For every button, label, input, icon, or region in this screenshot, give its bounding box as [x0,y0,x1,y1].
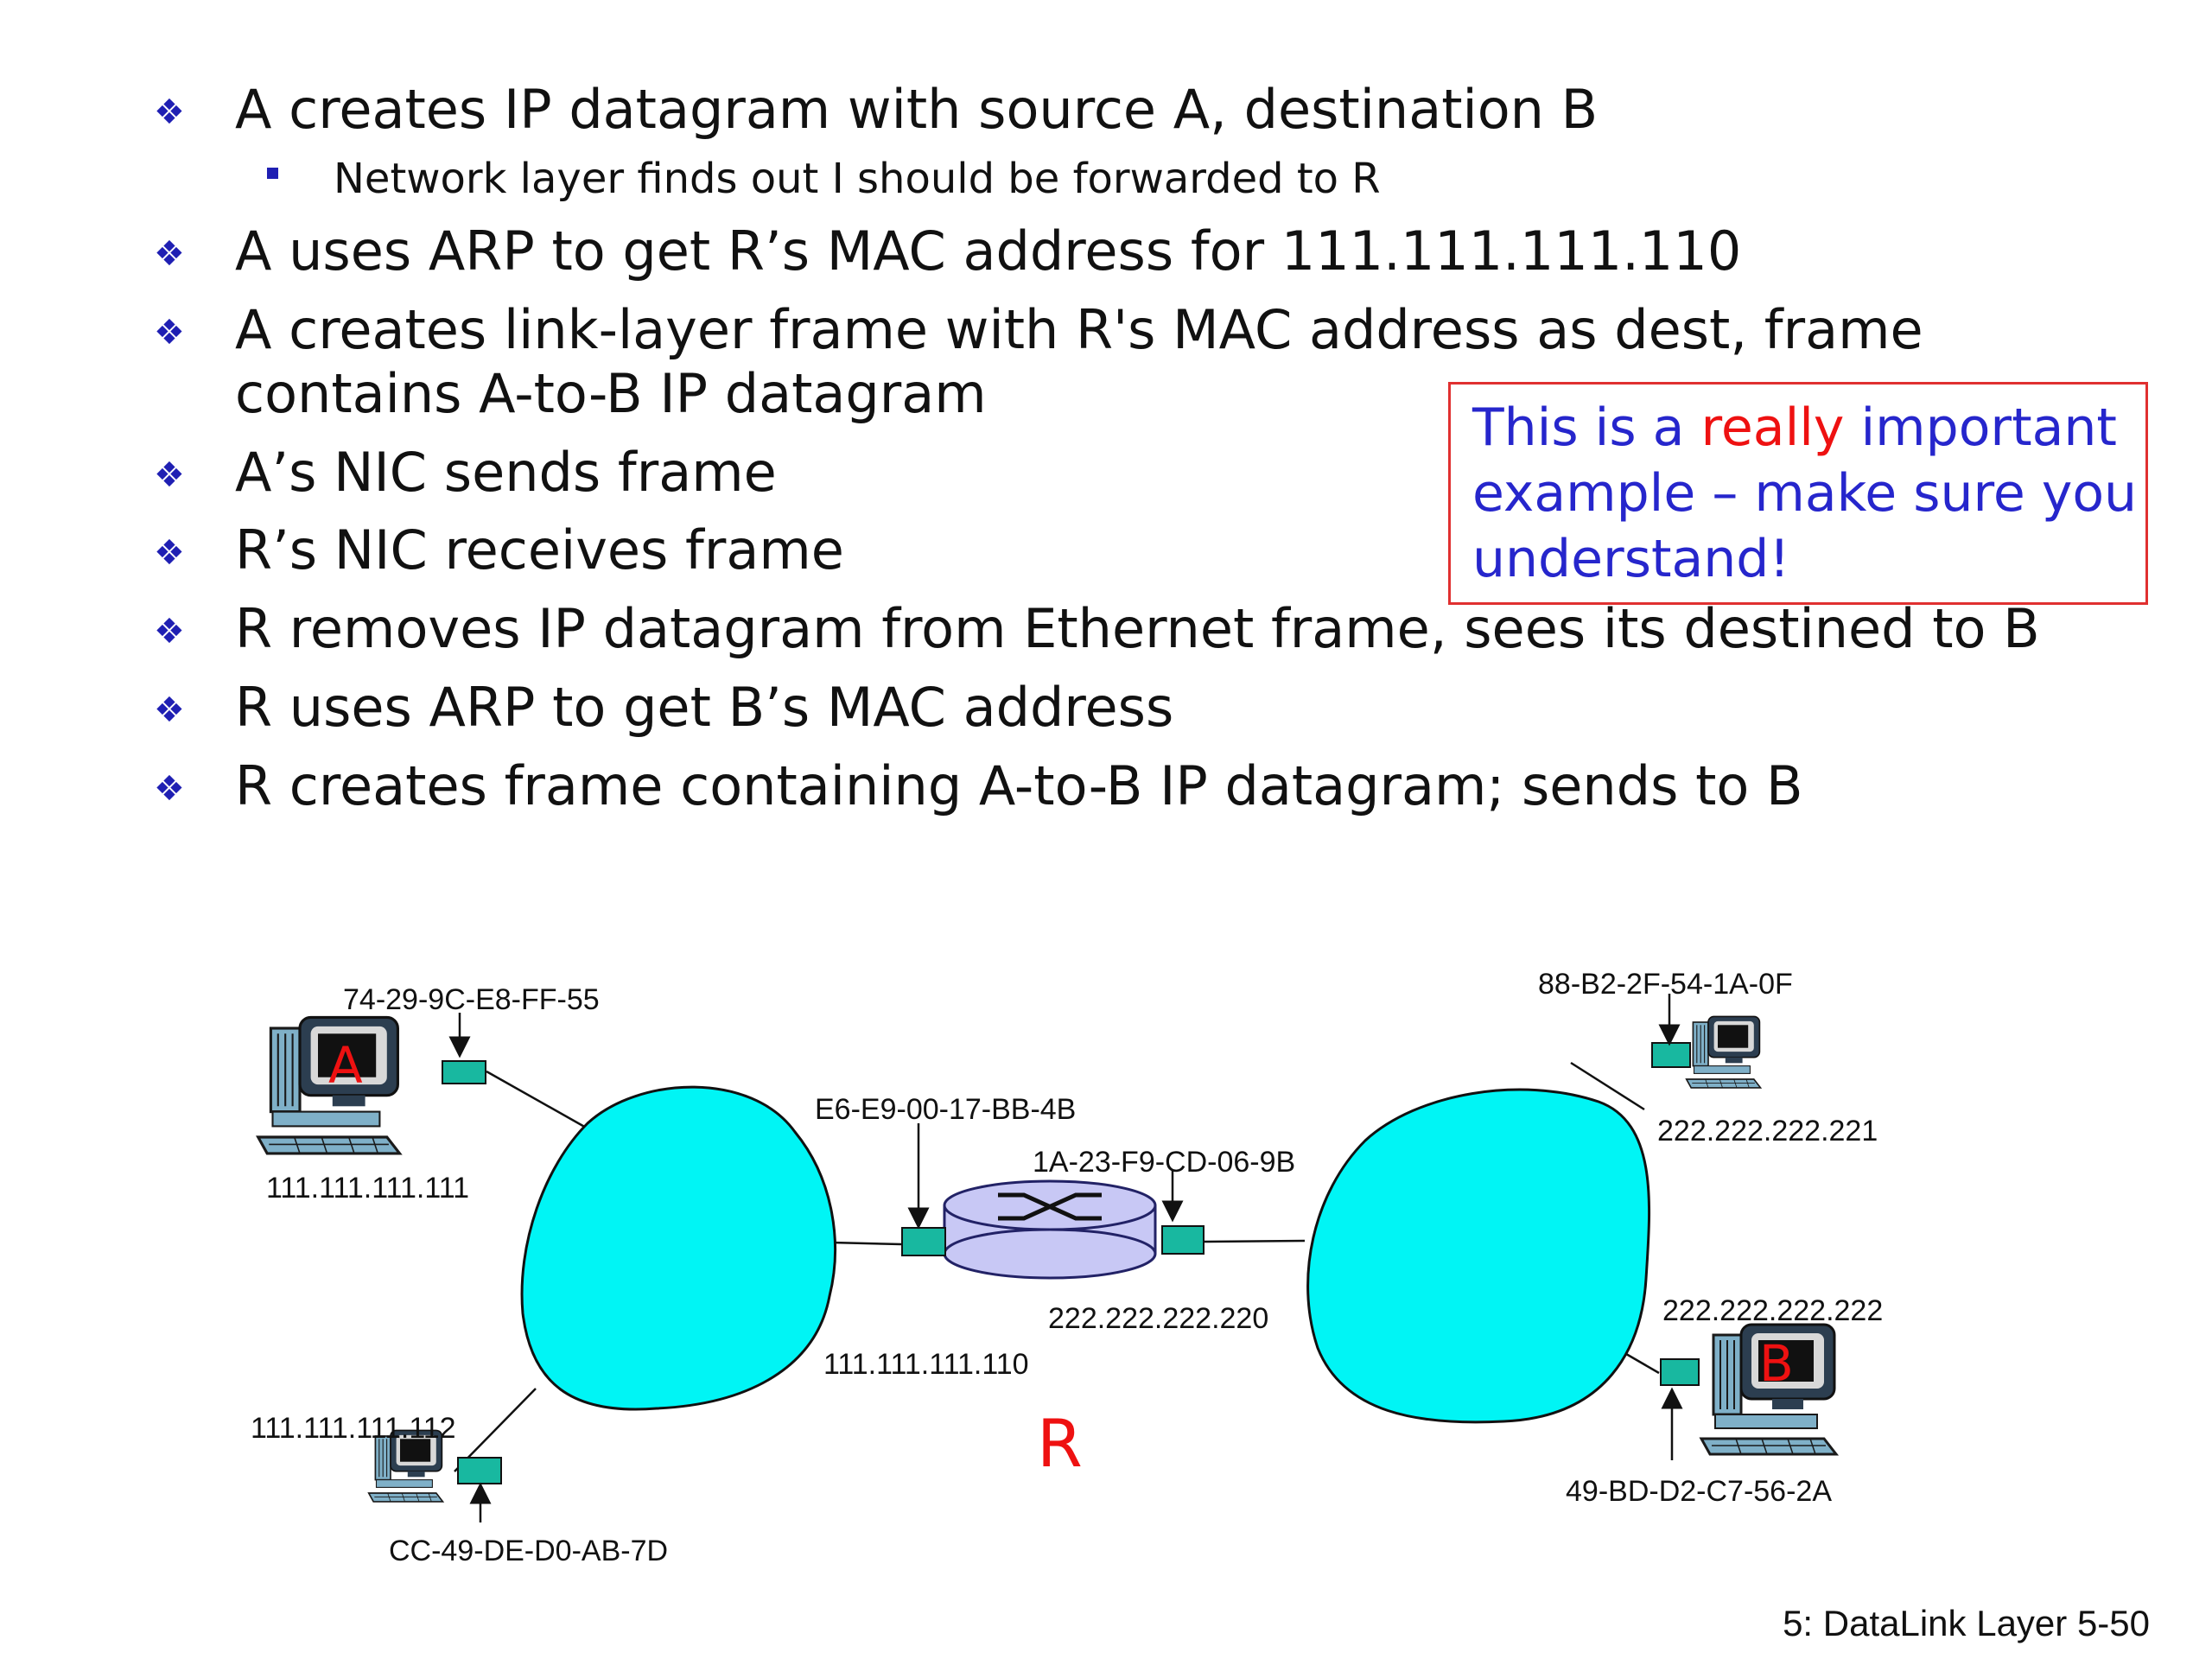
important-callout-box: This is a really important example – mak… [1448,382,2148,605]
bullet-marker-icon: ❖ [154,314,185,352]
host-b-ip-label: 222.222.222.222 [1662,1294,1883,1327]
router-right-mac-label: 1A-23-F9-CD-06-9B [1033,1146,1295,1179]
callout-line-2: example – make sure you [1472,463,2138,524]
subnet-right-cloud [1306,1088,1651,1424]
sub-bullet-item: Network layer finds out I should be forw… [334,155,1381,203]
nic-host-a [442,1060,486,1084]
link-router-subnet2 [1203,1239,1306,1243]
nic-router-right [1161,1225,1205,1255]
router-left-ip-label: 111.111.111.110 [823,1348,1029,1381]
callout-text: important [1844,397,2117,458]
host-b-mac-label: 49-BD-D2-C7-56-2A [1566,1475,1832,1508]
bullet-item: R uses ARP to get B’s MAC address [235,676,1174,739]
bullet-marker-icon: ❖ [154,456,185,494]
link-d-subnet2 [1570,1061,1645,1111]
bullet-marker-icon: ❖ [154,770,185,808]
link-a-subnet1 [486,1070,588,1130]
host-a-ip-label: 111.111.111.111 [266,1172,469,1205]
callout-text: This is a [1472,397,1701,458]
bullet-item: R’s NIC receives frame [235,518,844,582]
link-subnet1-router [830,1241,902,1246]
router-cross-icon [998,1192,1102,1221]
host-c-ip-label: 111.111.111.112 [251,1412,456,1445]
bullet-item: A’s NIC sends frame [235,441,777,504]
subnet-left-cloud [520,1085,836,1411]
host-c-mac-label: CC-49-DE-D0-AB-7D [389,1535,668,1567]
bullet-marker-icon: ❖ [154,534,185,572]
host-d-mac-label: 88-B2-2F-54-1A-0F [1538,968,1793,1001]
host-d-ip-label: 222.222.222.221 [1657,1115,1878,1147]
nic-host-c [457,1457,502,1484]
bullet-marker-icon: ❖ [154,691,185,729]
bullet-marker-icon: ❖ [154,235,185,273]
router [943,1179,1157,1280]
router-left-mac-label: E6-E9-00-17-BB-4B [815,1093,1076,1126]
slide-footer: 5: DataLink Layer 5-50 [1783,1603,2150,1643]
bullet-item: A uses ARP to get R’s MAC address for 11… [235,219,1742,283]
host-a-letter: A [328,1036,363,1095]
bullet-item: R removes IP datagram from Ethernet fram… [235,597,2040,660]
callout-highlight: really [1700,397,1845,458]
bullet-item: A creates IP datagram with source A, des… [235,78,1599,141]
nic-router-left [901,1227,946,1256]
nic-host-b [1660,1358,1700,1386]
bullet-item-continuation: contains A-to-B IP datagram [235,362,987,425]
callout-line-1: This is a really important [1472,395,2128,461]
host-b-letter: B [1759,1334,1794,1393]
host-d-computer-icon [1685,1015,1762,1089]
callout-line-3: understand! [1472,529,1790,589]
nic-host-d [1651,1042,1691,1068]
sub-bullet-marker-icon [267,168,278,179]
router-right-ip-label: 222.222.222.220 [1048,1302,1268,1335]
bullet-item: A creates link-layer frame with R's MAC … [235,298,1923,361]
bullet-item: R creates frame containing A-to-B IP dat… [235,754,1803,817]
router-letter: R [1037,1405,1083,1482]
bullet-marker-icon: ❖ [154,613,185,651]
bullet-marker-icon: ❖ [154,93,185,131]
host-a-mac-label: 74-29-9C-E8-FF-55 [343,983,600,1016]
bullet-list: ❖ A creates IP datagram with source A, d… [154,78,2040,817]
